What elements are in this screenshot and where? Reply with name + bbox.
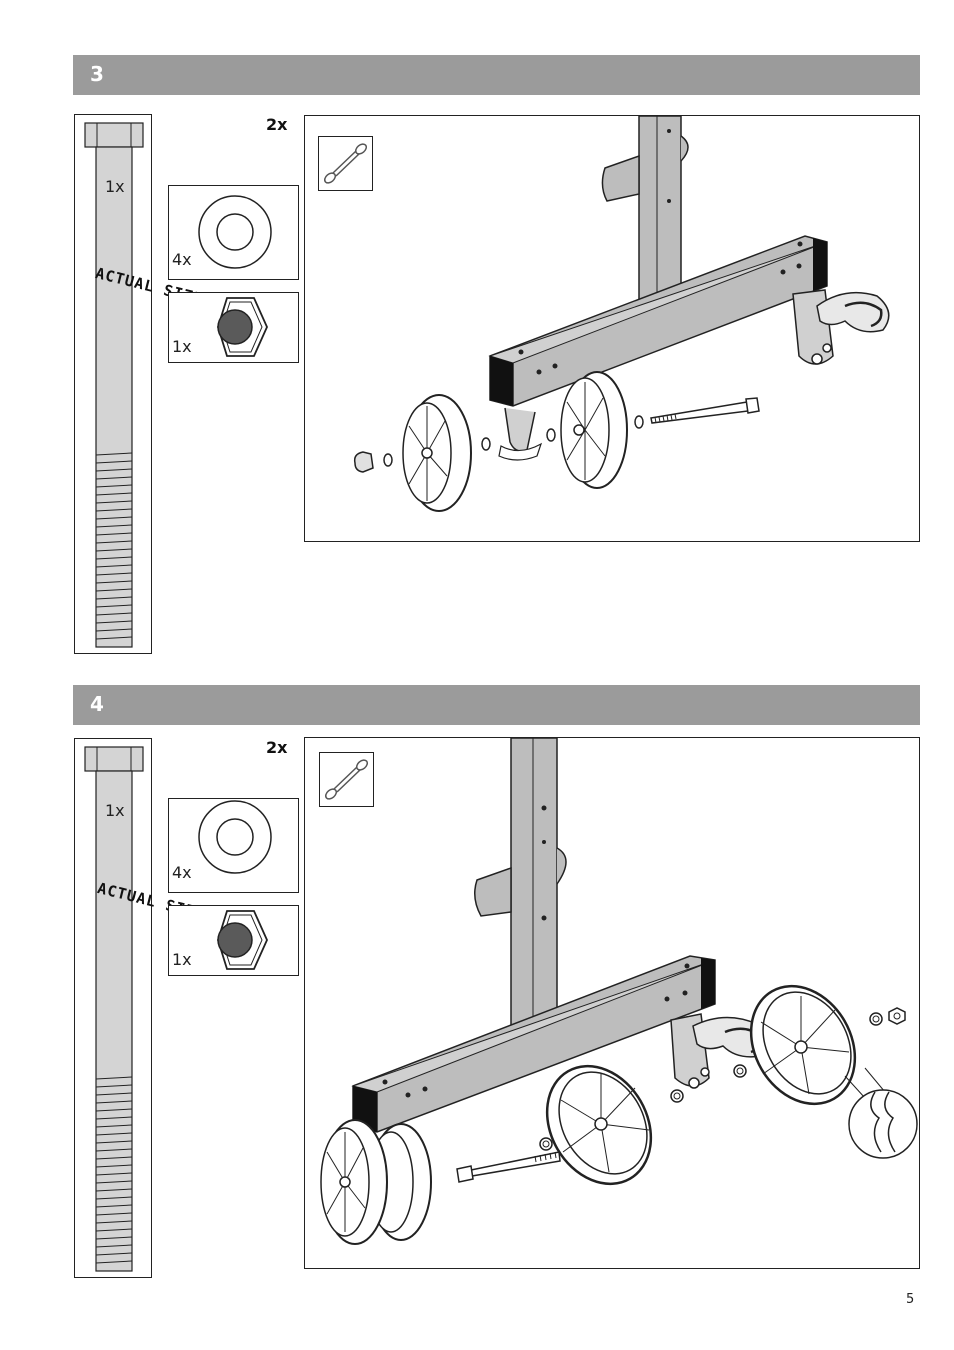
step-3-washer-qty: 4x bbox=[172, 250, 192, 269]
step-4-washer-qty: 4x bbox=[172, 863, 192, 882]
step-4-number: 4 bbox=[90, 692, 104, 716]
step-4-nut-panel: 1x bbox=[168, 905, 299, 976]
step-3-diagram-drawing bbox=[305, 116, 920, 542]
step-4-diagram-drawing bbox=[305, 738, 920, 1269]
step-3-washer-panel: 4x bbox=[168, 185, 299, 280]
wrench-icon bbox=[320, 753, 373, 806]
bolt-icon bbox=[75, 739, 153, 1279]
step-3-assembly-diagram bbox=[304, 115, 920, 542]
step-3-tool-box bbox=[318, 136, 373, 191]
step-3-bolt-qty: 1x bbox=[105, 177, 125, 196]
page-number: 5 bbox=[906, 1292, 914, 1307]
step-4-assembly-diagram bbox=[304, 737, 920, 1269]
step-3-nut-panel: 1x bbox=[168, 292, 299, 363]
step-4-bolt-qty: 1x bbox=[105, 801, 125, 820]
step-4-nut-qty: 1x bbox=[172, 950, 192, 969]
step-3-number: 3 bbox=[90, 62, 104, 86]
wrench-icon bbox=[319, 137, 372, 190]
step-3-nut-qty: 1x bbox=[172, 337, 192, 356]
step-4-set-multiplier: 2x bbox=[266, 738, 287, 757]
bolt-icon bbox=[75, 115, 153, 655]
step-4-tool-box bbox=[319, 752, 374, 807]
step-4-bolt-panel: 1x bbox=[74, 738, 152, 1278]
step-3-bolt-panel: 1x bbox=[74, 114, 152, 654]
step-3-set-multiplier: 2x bbox=[266, 115, 287, 134]
step-4-washer-panel: 4x bbox=[168, 798, 299, 893]
step-3-header: 3 bbox=[73, 55, 920, 95]
step-4-header: 4 bbox=[73, 685, 920, 725]
